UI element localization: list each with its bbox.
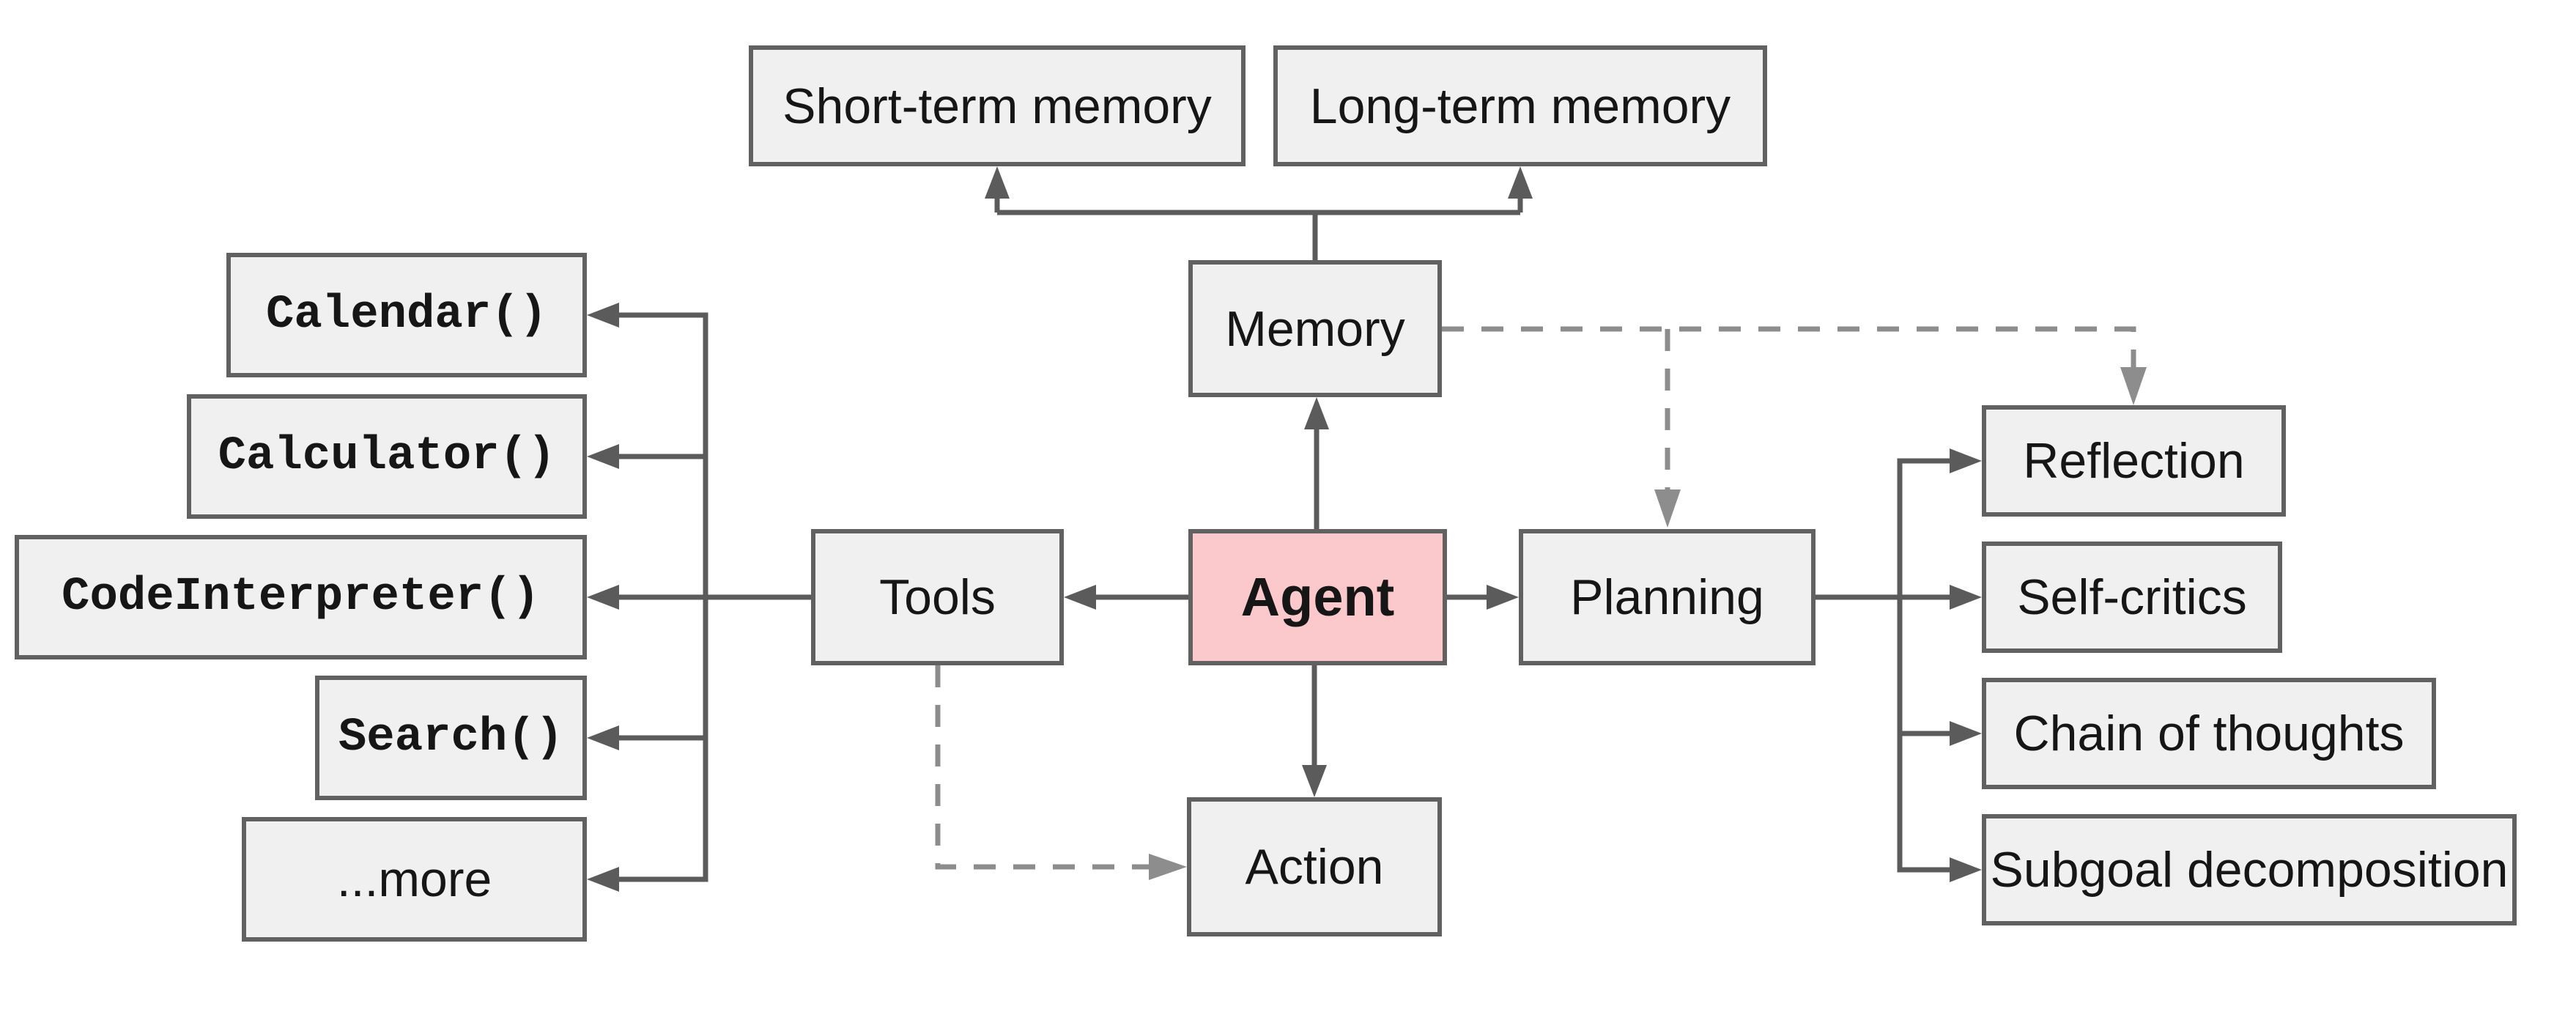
edge-planning-to-strategies	[1816, 448, 1982, 882]
node-memory: Memory	[1188, 260, 1442, 397]
search-label: Search()	[338, 712, 564, 764]
edge-agent-to-planning	[1447, 585, 1519, 610]
node-action: Action	[1187, 797, 1442, 936]
node-calculator: Calculator()	[187, 394, 587, 519]
node-chain-of-thoughts: Chain of thoughts	[1982, 678, 2436, 789]
code-interpreter-label: CodeInterpreter()	[62, 571, 540, 624]
edge-tools-to-tool-list	[587, 303, 811, 892]
edge-memory-to-planning-and-reflection-dashed	[1442, 326, 2147, 528]
node-agent: Agent	[1188, 529, 1447, 665]
node-short-term-memory: Short-term memory	[749, 45, 1246, 166]
node-tools: Tools	[811, 529, 1064, 665]
memory-label: Memory	[1225, 300, 1405, 357]
node-self-critics: Self-critics	[1982, 542, 2282, 653]
edge-tools-to-action-dashed	[935, 665, 1187, 880]
node-more-tools: ...more	[242, 817, 587, 942]
planning-label: Planning	[1570, 569, 1764, 625]
node-search: Search()	[315, 676, 587, 800]
self-critics-label: Self-critics	[2017, 569, 2247, 625]
tools-label: Tools	[879, 569, 996, 625]
action-label: Action	[1245, 839, 1384, 895]
node-reflection: Reflection	[1982, 405, 2286, 517]
reflection-label: Reflection	[2023, 433, 2245, 489]
edge-agent-to-memory	[1304, 397, 1329, 529]
node-long-term-memory: Long-term memory	[1273, 45, 1767, 166]
node-code-interpreter: CodeInterpreter()	[15, 535, 587, 659]
calculator-label: Calculator()	[218, 430, 556, 483]
agent-label: Agent	[1240, 566, 1395, 627]
subgoal-decomposition-label: Subgoal decomposition	[1990, 842, 2509, 898]
long-term-memory-label: Long-term memory	[1309, 78, 1731, 134]
node-planning: Planning	[1519, 529, 1816, 665]
short-term-memory-label: Short-term memory	[782, 78, 1212, 134]
calendar-label: Calendar()	[265, 289, 548, 341]
edge-agent-to-tools	[1064, 585, 1188, 610]
node-subgoal-decomposition: Subgoal decomposition	[1982, 814, 2517, 925]
node-calendar: Calendar()	[226, 253, 587, 377]
edge-memory-to-term-memories	[985, 166, 1533, 260]
more-tools-label: ...more	[336, 851, 492, 907]
edge-agent-to-action	[1302, 665, 1327, 797]
chain-of-thoughts-label: Chain of thoughts	[2013, 706, 2405, 761]
